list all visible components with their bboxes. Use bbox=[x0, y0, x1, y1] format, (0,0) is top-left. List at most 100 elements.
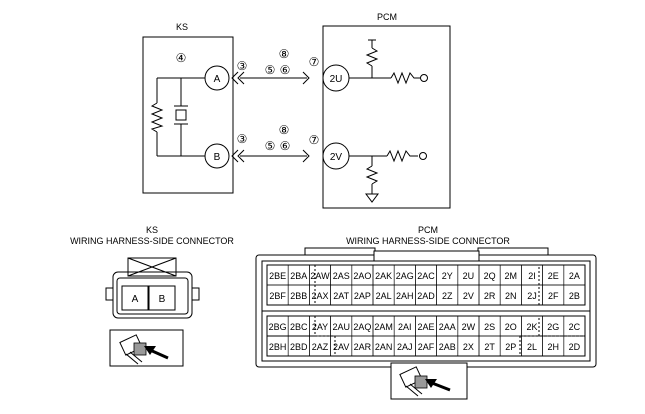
pcm-pin-label: 2AJ bbox=[397, 342, 413, 352]
pcm-pin-label: 2J bbox=[527, 291, 537, 301]
harness-wire-top bbox=[231, 71, 310, 85]
ks-connector-face bbox=[105, 257, 200, 319]
pcm-pin-label: 2AT bbox=[333, 291, 349, 301]
pcm-pin-label: 2BC bbox=[290, 322, 308, 332]
pcm-pin-label: 2U bbox=[463, 271, 475, 281]
pcm-pin-label: 2F bbox=[548, 291, 559, 301]
ks-internal-circuit bbox=[156, 77, 205, 157]
pcm-pin-label: 2Y bbox=[442, 271, 453, 281]
pcm-pin-label: 2AQ bbox=[353, 322, 371, 332]
pcm-connector-title-line1: PCM bbox=[418, 225, 438, 235]
pcm-pin-label: 2O bbox=[505, 322, 517, 332]
circled-5-bottom-label: ⑤ bbox=[265, 139, 276, 153]
ks-pin-a bbox=[204, 65, 230, 91]
circled-5-top-label: ⑤ bbox=[265, 63, 276, 77]
pcm-pin-label: 2K bbox=[526, 322, 537, 332]
pcm-pin-label: 2X bbox=[463, 342, 474, 352]
pcm-pin-label: 2AC bbox=[417, 271, 435, 281]
pcm-pin-label: 2T bbox=[484, 342, 495, 352]
pcm-pin-label: 2V bbox=[463, 291, 474, 301]
pcm-pin-label: 2AM bbox=[374, 322, 393, 332]
ks-connector-pin-a: A bbox=[132, 294, 139, 305]
pcm-pin-label: 2AU bbox=[332, 322, 350, 332]
pcm-pin-label: 2A bbox=[569, 271, 580, 281]
pcm-pin-label: 2E bbox=[548, 271, 559, 281]
pcm-pin-label: 2BB bbox=[290, 291, 307, 301]
pcm-pin-label: 2BF bbox=[269, 291, 286, 301]
ks-pin-b bbox=[204, 143, 230, 169]
pcm-pin-cell bbox=[563, 284, 586, 306]
pcm-pin-label: 2AW bbox=[310, 271, 330, 281]
pcm-pin-label: 2AL bbox=[376, 291, 392, 301]
pcm-pin-label: 2AD bbox=[417, 291, 435, 301]
circled-8-bottom-label: ⑧ bbox=[279, 123, 290, 137]
pcm-pin-label: 2AP bbox=[354, 291, 371, 301]
pcm-pin-label: 2L bbox=[527, 342, 537, 352]
pcm-pin-label: 2AE bbox=[417, 322, 434, 332]
pcm-pin-label: 2BG bbox=[269, 322, 287, 332]
pcm-pin-label: 2P bbox=[505, 342, 516, 352]
pcm-pin-label: 2M bbox=[505, 271, 518, 281]
pcm-pin-2v-label: 2V bbox=[330, 152, 343, 163]
pcm-pin-label: 2AO bbox=[353, 271, 371, 281]
pcm-box bbox=[322, 25, 451, 209]
pcm-pin-label: 2AZ bbox=[312, 342, 329, 352]
circled-7-bottom-label: ⑦ bbox=[309, 133, 320, 147]
pcm-pin-label: 2D bbox=[569, 342, 581, 352]
pcm-pin-label: 2AK bbox=[375, 271, 392, 281]
ks-box bbox=[142, 36, 234, 194]
circled-3-top-label: ③ bbox=[237, 59, 248, 73]
circled-8-top-label: ⑧ bbox=[279, 47, 290, 61]
pcm-internal-top bbox=[349, 39, 428, 85]
pcm-pin-label: 2Q bbox=[484, 271, 496, 281]
pcm-pin-label: 2AS bbox=[333, 271, 350, 281]
circled-6-bottom-label: ⑥ bbox=[280, 139, 291, 153]
pcm-pin-label: 2BD bbox=[290, 342, 308, 352]
piezo-element bbox=[174, 105, 188, 125]
pcm-pin-label: 2BH bbox=[269, 342, 287, 352]
pcm-pin-label: 2AA bbox=[439, 322, 456, 332]
ks-title: KS bbox=[176, 22, 188, 32]
pcm-pin-label: 2H bbox=[547, 342, 559, 352]
circled-3-bottom-label: ③ bbox=[237, 132, 248, 146]
pcm-pin-label: 2AH bbox=[396, 291, 414, 301]
pcm-pin-label: 2AV bbox=[333, 342, 349, 352]
pcm-pin-label: 2C bbox=[569, 322, 581, 332]
pcm-pin-label: 2G bbox=[547, 322, 559, 332]
ks-connector-pin-b: B bbox=[159, 294, 166, 305]
circled-4-label: ④ bbox=[176, 51, 187, 65]
pcm-pin-label: 2AY bbox=[312, 322, 328, 332]
pcm-pin-label: 2W bbox=[462, 322, 476, 332]
pcm-title: PCM bbox=[377, 12, 397, 22]
pcm-internal-bottom bbox=[349, 149, 427, 203]
circled-7-top-label: ⑦ bbox=[309, 55, 320, 69]
pcm-pin-label: 2BA bbox=[290, 271, 307, 281]
pcm-pin-label: 2S bbox=[484, 322, 495, 332]
pcm-pin-label: 2AB bbox=[439, 342, 456, 352]
pcm-pin-label: 2BE bbox=[269, 271, 286, 281]
pcm-pin-label: 2Z bbox=[442, 291, 453, 301]
ks-resistor bbox=[150, 102, 164, 133]
pcm-pin-cell bbox=[563, 335, 586, 357]
pcm-pin-label: 2AR bbox=[354, 342, 372, 352]
pcm-pin-label: 2N bbox=[505, 291, 517, 301]
pcm-pin-label: 2AF bbox=[418, 342, 435, 352]
ks-probe-icon bbox=[109, 329, 184, 367]
pcm-pin-label: 2AN bbox=[375, 342, 393, 352]
pcm-pin-label: 2B bbox=[569, 291, 580, 301]
pcm-pin-label: 2AX bbox=[311, 291, 328, 301]
ks-pin-a-label: A bbox=[214, 74, 221, 85]
pcm-pin-label: 2R bbox=[484, 291, 496, 301]
pcm-pin-label: 2AI bbox=[398, 322, 412, 332]
pcm-connector-title-line2: WIRING HARNESS-SIDE CONNECTOR bbox=[346, 236, 510, 246]
pcm-pin-label: 2AG bbox=[396, 271, 414, 281]
ks-connector-title-line2: WIRING HARNESS-SIDE CONNECTOR bbox=[70, 236, 234, 246]
pcm-pin-label: 2I bbox=[528, 271, 536, 281]
circled-6-top-label: ⑥ bbox=[280, 63, 291, 77]
ks-pin-b-label: B bbox=[214, 152, 221, 163]
